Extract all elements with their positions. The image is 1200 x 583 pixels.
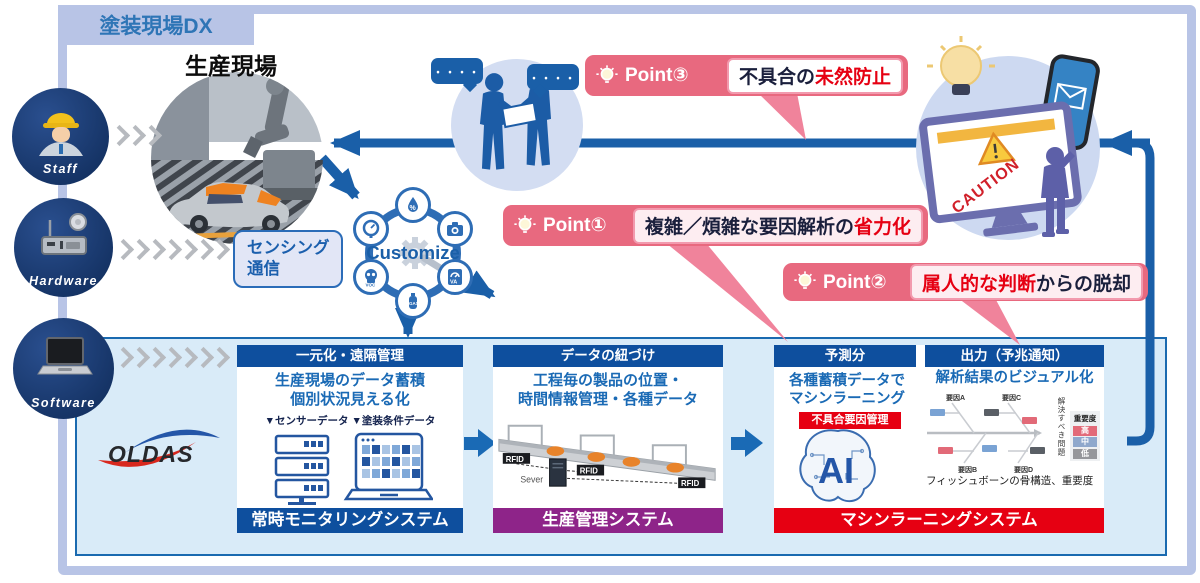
speech-bubble-left: ・・・・ [431, 58, 483, 93]
point3-text: 不具合の未然防止 [726, 57, 903, 94]
actor-software: Software [13, 318, 114, 419]
oldas-logo-text: OLDAS [108, 441, 194, 467]
point3-label: Point③ [625, 65, 689, 86]
flow-arrow-1 [464, 429, 496, 457]
ai-text: AI [818, 450, 854, 491]
speech-bubble-right: ・・・・ [527, 64, 579, 99]
svg-text:VOC: VOC [366, 283, 377, 288]
idea-bulb-icon [927, 36, 995, 95]
hardware-device-icon [40, 213, 87, 255]
factor-b-label: 要因B [958, 465, 977, 473]
panel-output-header: 出力（予兆通知） [925, 345, 1104, 367]
oldas-logo: OLDAS [98, 429, 220, 467]
factor-c-label: 要因C [1002, 393, 1021, 402]
worker-icon [38, 113, 83, 156]
conveyor-rfid-illustration: RFID RFID RFID Sever [498, 424, 716, 488]
point1-text: 複雑／煩雑な要因解析の省力化 [632, 207, 923, 244]
panel-prediction-header: 予測分 [774, 345, 916, 367]
speech-dots: ・・・・ [433, 67, 481, 79]
gear-wrench-icon [399, 237, 443, 271]
actor-hardware: Hardware [14, 198, 113, 297]
sensing-comm-box: センシング 通信 [233, 230, 343, 288]
fishbone-caption: フィッシュボーンの骨構造、重要度 [926, 475, 1094, 487]
point3-callout: Point③ 不具合の未然防止 [585, 55, 908, 96]
pressure-gauge-icon [353, 211, 389, 247]
panel-machine-learning: 予測分 出力（予兆通知） 各種蓄積データで マシンラーニング 不具合要因管理 A… [774, 345, 1104, 533]
server-label: Sever [520, 474, 543, 484]
staff-flow-chevrons [108, 124, 163, 147]
alert-scene: CAUTION [919, 36, 1100, 237]
actor-software-label: Software [31, 396, 96, 410]
server-box [549, 457, 567, 487]
customize-label: Customize [366, 242, 460, 263]
lightbulb-icon [514, 214, 536, 233]
voc-sensor-icon: VOC [353, 259, 389, 295]
hardware-flow-chevrons [112, 238, 231, 261]
legend-high: 高 [1073, 425, 1097, 436]
actor-staff-label: Staff [42, 162, 79, 176]
defect-factor-chip: 不具合要因管理 [799, 412, 901, 429]
two-people-icon [479, 69, 552, 170]
legend-title: 重要度 [1073, 414, 1097, 423]
ai-brain-icon: AI [799, 429, 876, 503]
ml-system-footer: マシンラーニングシステム [774, 508, 1104, 533]
point1-callout: Point① 複雑／煩雑な要因解析の省力化 [503, 205, 928, 246]
speech-dots: ・・・・ [529, 73, 577, 85]
warning-triangle-icon [977, 131, 1017, 166]
sensing-line2: 通信 [247, 260, 280, 278]
importance-legend: 重要度 高 中 低 [1070, 411, 1100, 461]
panel-output-line1: 解析結果のビジュアル化 [935, 370, 1094, 386]
production-system-footer: 生産管理システム [493, 508, 723, 533]
rfid-tags: RFID RFID RFID [502, 452, 706, 488]
diagram-title: 塗装現場DX [99, 15, 213, 38]
svg-text:RFID: RFID [681, 479, 700, 488]
fishbone-diagram: 要因A 要因C 要因B 要因D [927, 393, 1045, 473]
svg-text:GAS: GAS [409, 301, 419, 306]
svg-text:RFID: RFID [580, 466, 599, 475]
lightbulb-icon [794, 271, 816, 289]
diagram-title-tab: 塗装現場DX [58, 5, 254, 45]
camera-icon [437, 211, 473, 247]
panel-monitoring-line1: 生産現場のデータ蓄積 [274, 372, 425, 389]
humidity-sensor-icon: % [395, 187, 431, 223]
problem-axis-label: 解決すべき問題 [1057, 397, 1066, 457]
server-laptop-icon [274, 432, 433, 505]
flow-arrow-2 [731, 429, 763, 457]
point2-callout: Point② 属人的な判断からの脱却 [783, 263, 1148, 301]
point2-text: 属人的な判断からの脱却 [909, 264, 1143, 300]
svg-text:%: % [410, 205, 417, 212]
actor-staff: Staff [12, 88, 109, 185]
site-to-customize-arrow [318, 154, 360, 200]
actor-hardware-label: Hardware [29, 274, 98, 288]
svg-text:RFID: RFID [506, 454, 525, 463]
sensing-line1: センシング [247, 238, 330, 257]
operator-person [1041, 147, 1075, 237]
point1-label: Point① [543, 215, 607, 236]
factor-d-label: 要因D [1014, 465, 1033, 473]
panel-prediction-line1: 各種蓄積データで [789, 373, 905, 389]
lightbulb-icon [596, 64, 618, 83]
panel-monitoring-line2: 個別状況見える化 [290, 390, 410, 408]
production-site-title: 生産現場 [185, 53, 277, 79]
panel-monitoring-header: 一元化・遠隔管理 [237, 345, 463, 367]
panel-production-line2: 時間情報管理・各種データ [517, 390, 698, 408]
panel-prediction-line2: マシンラーニング [789, 391, 905, 408]
panel-production: データの紐づけ 工程毎の製品の位置・ 時間情報管理・各種データ [493, 345, 723, 533]
panel-production-header: データの紐づけ [493, 345, 723, 367]
laptop-icon [36, 337, 93, 375]
panel-production-line1: 工程毎の製品の位置・ [532, 372, 683, 389]
monitoring-system-footer: 常時モニタリングシステム [237, 508, 463, 533]
panel-monitoring: 一元化・遠隔管理 生産現場のデータ蓄積 個別状況見える化 ▼センサーデータ ▼塗… [237, 345, 463, 533]
point2-label: Point② [823, 271, 887, 293]
legend-mid: 中 [1073, 437, 1097, 447]
panel-monitoring-sub: ▼センサーデータ ▼塗装条件データ [264, 414, 436, 427]
factor-a-label: 要因A [946, 393, 965, 402]
svg-text:VA: VA [450, 280, 457, 286]
legend-low: 低 [1073, 448, 1097, 459]
software-flow-chevrons [112, 346, 231, 369]
